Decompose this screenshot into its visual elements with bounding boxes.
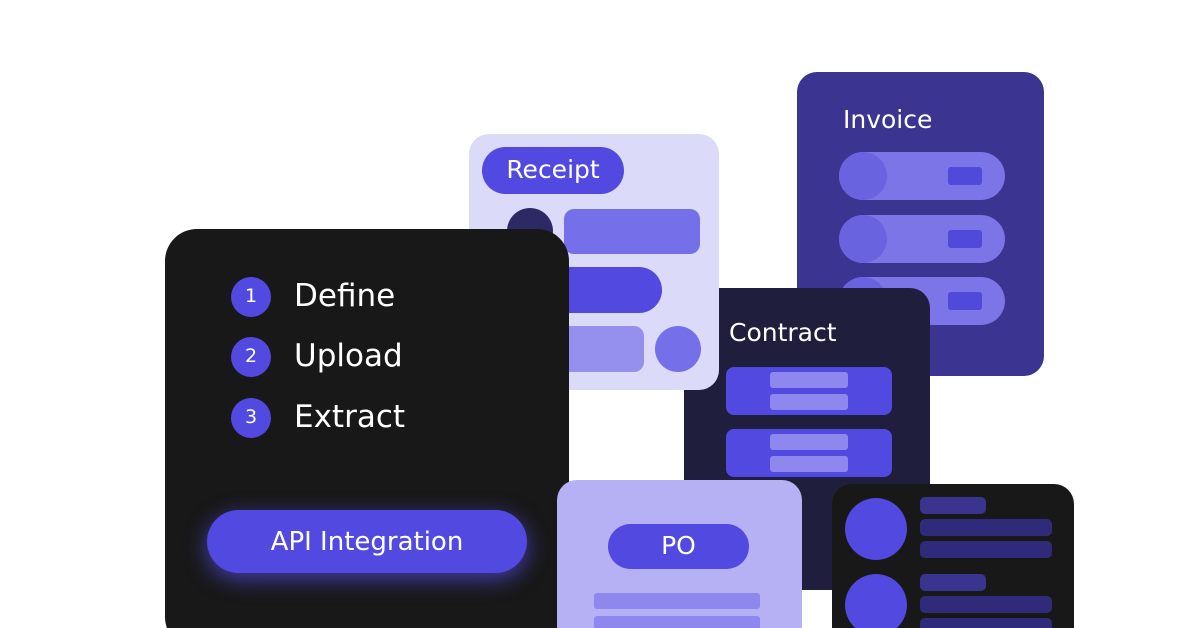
receipt-title: Receipt <box>506 155 600 184</box>
receipt-field <box>564 209 700 254</box>
invoice-line-tag <box>948 167 982 185</box>
po-title: PO <box>661 531 696 560</box>
steps-card: 1 Define 2 Upload 3 Extract API Integrat… <box>165 229 569 628</box>
step-label-extract: Extract <box>294 399 406 435</box>
profile-name-bar <box>920 574 986 591</box>
receipt-chip: Receipt <box>482 147 624 194</box>
contract-section <box>726 367 892 415</box>
contract-section <box>726 429 892 477</box>
step-number-badge: 2 <box>231 337 271 377</box>
contract-text-line <box>770 372 848 388</box>
invoice-line-dot <box>839 152 887 200</box>
po-text-line <box>594 616 760 628</box>
step-label-define: Define <box>294 278 396 314</box>
contract-card: Contract <box>684 288 930 590</box>
contract-title: Contract <box>729 318 837 347</box>
profile-avatar <box>845 574 907 628</box>
contract-text-line <box>770 456 848 472</box>
profile-detail-bar <box>920 541 1052 558</box>
receipt-dot <box>655 326 701 372</box>
step-number-badge: 3 <box>231 398 271 438</box>
po-chip: PO <box>608 524 749 569</box>
invoice-line-item <box>839 215 1005 263</box>
profile-name-bar <box>920 497 986 514</box>
profile-detail-bar <box>920 596 1052 613</box>
profile-detail-bar <box>920 519 1052 536</box>
step-label-upload: Upload <box>294 338 403 374</box>
api-integration-button[interactable]: API Integration <box>207 510 527 573</box>
invoice-line-tag <box>948 230 982 248</box>
contract-text-line <box>770 394 848 410</box>
invoice-line-item <box>839 152 1005 200</box>
profile-detail-bar <box>920 618 1052 628</box>
invoice-title: Invoice <box>843 105 933 134</box>
profiles-card <box>832 484 1074 628</box>
step-number-badge: 1 <box>231 277 271 317</box>
po-text-line <box>594 593 760 609</box>
contract-text-line <box>770 434 848 450</box>
po-card: PO <box>557 480 802 628</box>
invoice-line-dot <box>839 215 887 263</box>
profile-avatar <box>845 498 907 560</box>
invoice-line-tag <box>948 292 982 310</box>
